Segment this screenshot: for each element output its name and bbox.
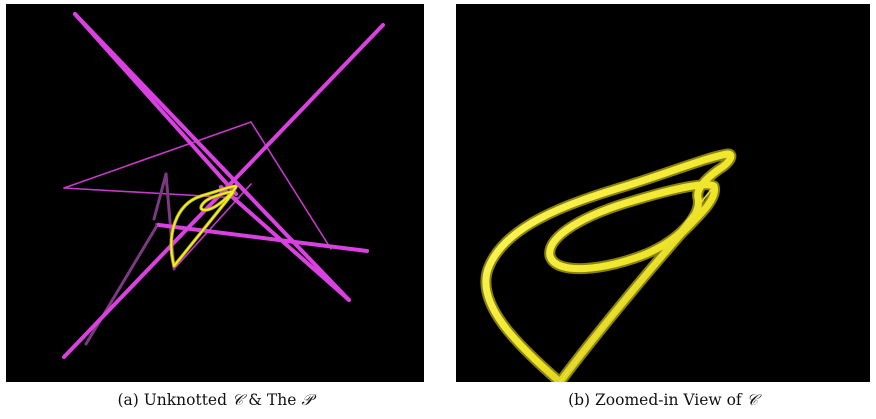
render-polygon-and-curve [62,12,385,359]
caption-a-symbol-c: 𝒞 [231,391,244,409]
panel-zoomed-curve [456,4,870,382]
polygon-edge [73,12,238,196]
caption-a-mid: & The [243,391,302,409]
polygon-edge [157,223,369,253]
caption-b-symbol-c: 𝒞 [746,391,758,409]
polygon-edge [219,185,351,302]
polygon-edge [250,121,332,250]
caption-a-symbol-p: 𝒫 [301,391,313,409]
caption-a-prefix: (a) Unknotted [117,391,232,409]
render-zoomed-curve [480,148,737,382]
zoomed-curve-thin-segment [559,185,715,382]
caption-a: (a) Unknotted 𝒞 & The 𝒫 [6,391,424,410]
zoomed-curve-tube [482,150,735,382]
caption-b-prefix: (b) Zoomed-in View of [568,391,747,409]
caption-b: (b) Zoomed-in View of 𝒞 [456,391,870,410]
polygon-edge [73,12,351,302]
polygon-edge [173,183,252,270]
polygon-edge [63,187,240,199]
panel-unknotted-curve-and-polygon [6,4,424,382]
polygon-edge [63,121,252,189]
unknotted-curve [170,185,237,267]
polygon-edge [84,222,160,346]
polygon-edge [152,172,168,221]
